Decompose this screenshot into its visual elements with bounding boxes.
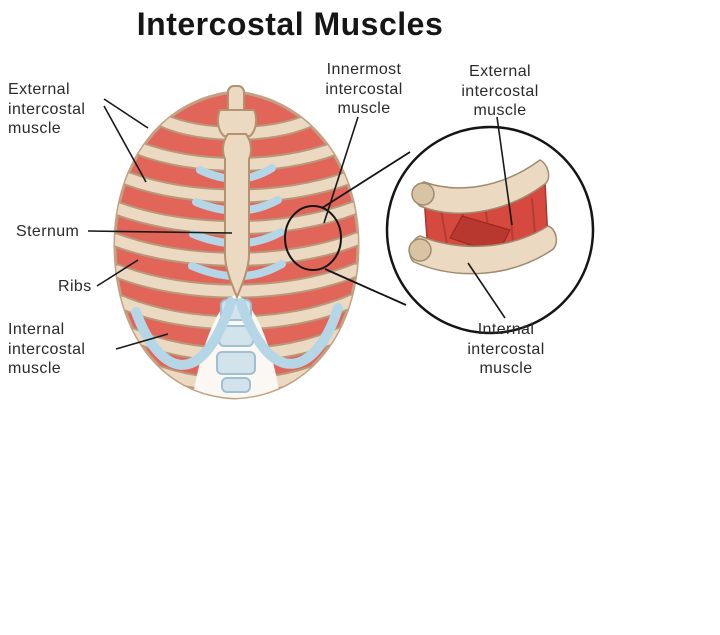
inset-top-rib-end bbox=[411, 182, 435, 206]
leader-sternum bbox=[87, 230, 233, 234]
label-external-intercostal-left: External intercostal muscle bbox=[8, 81, 86, 138]
magnifier-link-bottom bbox=[324, 268, 407, 306]
lower-opening bbox=[192, 294, 281, 398]
page-title: Intercostal Muscles bbox=[136, 6, 444, 42]
leader-innermost bbox=[323, 116, 359, 224]
leader-external-left-b bbox=[103, 105, 147, 183]
leader-external-left-a bbox=[103, 98, 149, 129]
leader-external-right bbox=[496, 116, 513, 226]
label-ribs: Ribs bbox=[58, 278, 92, 295]
magnifier-small-circle bbox=[284, 205, 342, 271]
magnifier-link-top bbox=[321, 151, 411, 209]
label-sternum: Sternum bbox=[16, 223, 80, 240]
ribcage-group bbox=[113, 85, 360, 400]
inset-rib-section bbox=[408, 159, 558, 275]
inset-bottom-rib-end bbox=[408, 238, 432, 262]
label-internal-intercostal-right: Internal intercostal muscle bbox=[467, 321, 545, 378]
leader-internal-left bbox=[115, 333, 169, 350]
leader-ribs bbox=[96, 259, 139, 287]
leader-lines-group bbox=[87, 98, 513, 350]
inset-bottom-rib bbox=[409, 225, 558, 275]
label-innermost-intercostal: Innermost intercostal muscle bbox=[325, 61, 403, 118]
sternum-shape bbox=[216, 85, 258, 300]
label-external-intercostal-right: External intercostal muscle bbox=[461, 63, 539, 120]
label-internal-intercostal-left: Internal intercostal muscle bbox=[8, 321, 86, 378]
leader-internal-right bbox=[467, 262, 506, 319]
